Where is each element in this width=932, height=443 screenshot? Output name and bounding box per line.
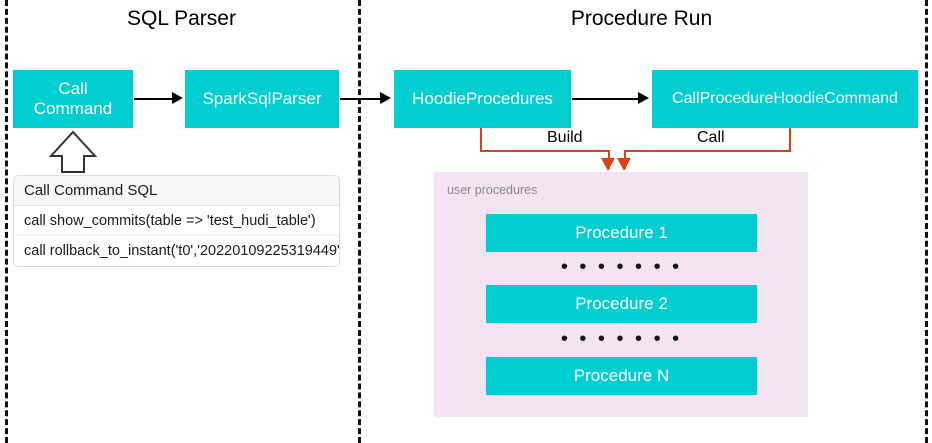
call-connector-arrowhead <box>617 158 631 171</box>
block-arrow-up-icon <box>48 130 98 174</box>
sql-table-row: call rollback_to_instant('t0','202201092… <box>24 243 340 259</box>
build-label: Build <box>542 129 588 147</box>
procedure-item-1[interactable]: Procedure 1 <box>486 214 757 252</box>
call-connector-vertical-right <box>789 128 791 152</box>
user-procedures-caption: user procedures <box>447 183 538 197</box>
node-hoodie-procedures[interactable]: HoodieProcedures <box>394 70 571 128</box>
build-connector-horizontal <box>480 150 610 152</box>
call-connector-horizontal <box>624 150 791 152</box>
sql-table-row: call show_commits(table => 'test_hudi_ta… <box>14 206 339 236</box>
arrow-hoodieprocedures-to-callprocedure-head <box>638 92 649 104</box>
build-connector-vertical-left <box>480 128 482 152</box>
arrow-sparksqlparser-to-hoodieprocedures-line <box>340 98 382 100</box>
divider-middle <box>358 0 361 443</box>
arrow-callcommand-to-sparksqlparser-line <box>134 98 174 100</box>
procedure-item-n[interactable]: Procedure N <box>486 357 757 395</box>
procedure-item-2[interactable]: Procedure 2 <box>486 285 757 323</box>
node-call-command-line2: Command <box>33 99 113 118</box>
build-connector-arrowhead <box>601 158 615 171</box>
section-title-procedure-run: Procedure Run <box>570 7 713 30</box>
ellipsis-2: • • • • • • • <box>560 328 683 350</box>
node-call-command-line1: Call <box>58 78 88 98</box>
ellipsis-1: • • • • • • • <box>560 256 683 278</box>
arrow-callcommand-to-sparksqlparser-head <box>172 92 183 104</box>
call-command-sql-table: Call Command SQL call show_commits(table… <box>13 175 340 267</box>
arrow-hoodieprocedures-to-callprocedure-line <box>572 98 640 100</box>
node-spark-sql-parser[interactable]: SparkSqlParser <box>185 70 339 128</box>
call-label: Call <box>692 129 730 147</box>
divider-left <box>5 0 8 443</box>
node-call-command[interactable]: Call Command <box>13 70 133 128</box>
node-call-procedure-hoodie-command[interactable]: CallProcedureHoodieCommand <box>652 70 918 128</box>
section-title-sql-parser: SQL Parser <box>127 7 236 30</box>
sql-table-header: Call Command SQL <box>14 176 339 206</box>
arrow-sparksqlparser-to-hoodieprocedures-head <box>380 92 391 104</box>
divider-right <box>925 0 928 443</box>
